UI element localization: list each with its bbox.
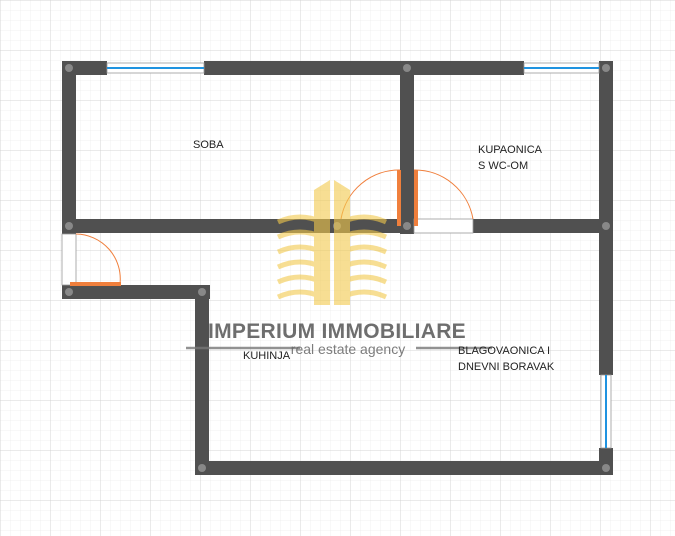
wall-bottom: [195, 461, 613, 475]
room-label-blagovaonica-line1: BLAGOVAONICA I: [458, 345, 550, 357]
door-opening-bathroom: [413, 218, 474, 234]
door-leaf-bathroom: [414, 170, 418, 226]
wall-left-upper: [62, 61, 76, 234]
room-label-soba: SOBA: [193, 139, 224, 151]
wall-top-middle: [204, 61, 524, 75]
watermark-subtitle: real estate agency: [291, 341, 405, 357]
wall-joints: [65, 64, 610, 472]
windows: [106, 62, 612, 449]
walls: [62, 61, 613, 475]
door-leaf-left: [70, 282, 121, 286]
room-label-blagovaonica-line2: DNEVNI BORAVAK: [458, 361, 555, 373]
room-label-kuhinja: KUHINJA: [243, 350, 291, 362]
wall-partition-vertical: [400, 61, 414, 234]
wall-middle-horizontal-right: [473, 219, 613, 233]
watermark-logo-icon: [276, 180, 388, 305]
doors: [61, 169, 474, 286]
room-label-kupaonica-line1: KUPAONICA: [478, 144, 543, 156]
door-swing-arc-left: [75, 233, 121, 285]
door-leaf-room: [397, 170, 401, 226]
room-label-kupaonica-line2: S WC-OM: [478, 160, 528, 172]
watermark-title: IMPERIUM IMMOBILIARE: [208, 320, 466, 343]
door-opening-left: [61, 233, 77, 286]
wall-right: [599, 61, 613, 375]
door-swing-arc-bathroom-right: [413, 169, 474, 220]
wall-kitchen-left: [195, 285, 209, 475]
wall-kitchen-top: [62, 285, 210, 299]
